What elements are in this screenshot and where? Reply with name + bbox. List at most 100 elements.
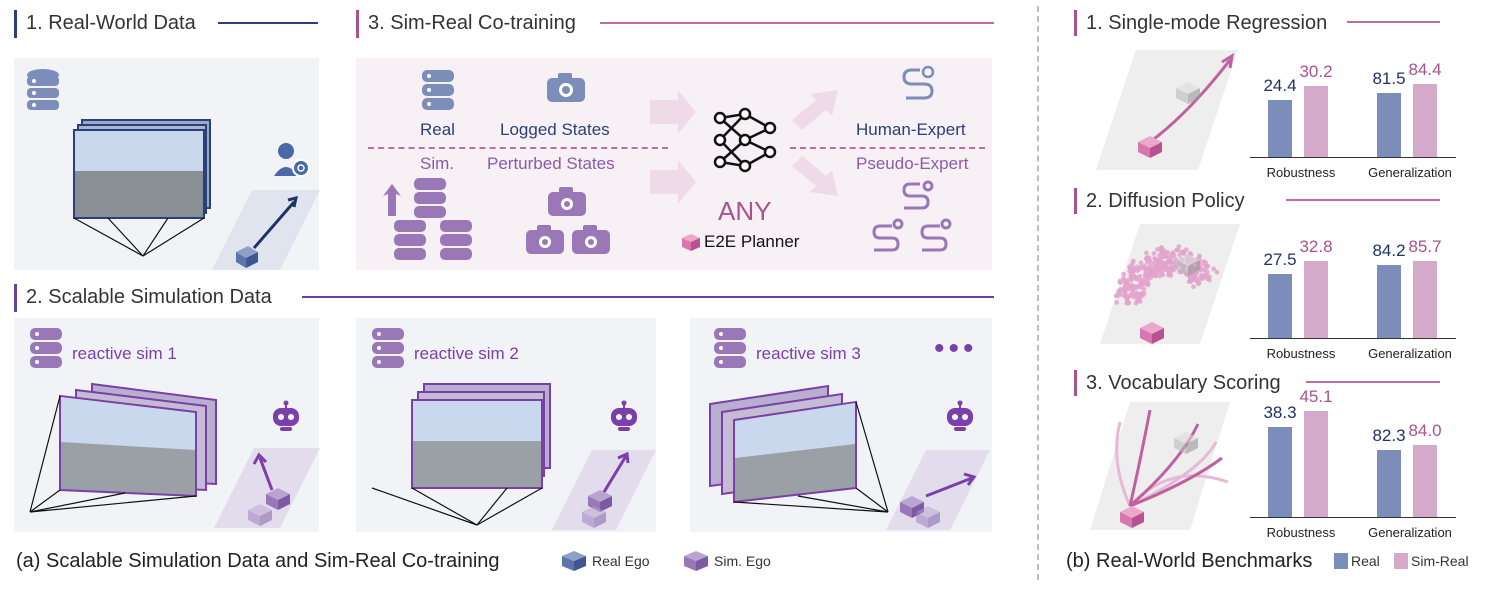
data-label: 38.3 bbox=[1263, 403, 1297, 423]
panel-separator bbox=[1037, 6, 1039, 580]
bar bbox=[1268, 273, 1292, 338]
bar bbox=[1413, 445, 1437, 517]
bar bbox=[1377, 450, 1401, 517]
diffusion-sample-dot bbox=[1141, 265, 1146, 271]
diffusion-sample-dot bbox=[1191, 284, 1196, 290]
label-logged-states: Logged States bbox=[500, 120, 610, 139]
regression-scene bbox=[1096, 50, 1238, 170]
diffusion-sample-dot bbox=[1126, 286, 1131, 292]
diffusion-sample-dot bbox=[1156, 256, 1162, 262]
diffusion-sample-dot bbox=[1135, 268, 1140, 273]
sim-database-icon bbox=[30, 328, 62, 368]
diffusion-sample-dot bbox=[1155, 263, 1161, 269]
diffusion-sample-dot bbox=[1130, 286, 1136, 291]
category-label: Robustness bbox=[1266, 165, 1336, 180]
diffusion-sample-dot bbox=[1168, 265, 1174, 271]
bar bbox=[1268, 99, 1292, 157]
sim-ego-trajectory bbox=[886, 450, 990, 530]
diffusion-sample-dot bbox=[1117, 292, 1123, 298]
diffusion-sample-dot bbox=[1141, 286, 1147, 292]
divider bbox=[218, 22, 318, 24]
data-label: 84.0 bbox=[1408, 421, 1442, 440]
diffusion-sample-dot bbox=[1147, 258, 1153, 263]
sim-database-icon bbox=[714, 328, 746, 368]
bar bbox=[1304, 261, 1328, 338]
section-marker bbox=[14, 284, 17, 312]
x-axis-line bbox=[1250, 338, 1456, 339]
section-title-cotraining: 3. Sim-Real Co-training bbox=[368, 12, 576, 34]
diffusion-sample-dot bbox=[1160, 261, 1166, 267]
sim-database-stack-icon bbox=[383, 178, 472, 260]
sim-frames-3 bbox=[709, 384, 889, 513]
label-pseudo-expert: Pseudo-Expert bbox=[856, 154, 969, 173]
data-label: 45.1 bbox=[1299, 387, 1333, 407]
sim-label-1: reactive sim 1 bbox=[72, 344, 177, 363]
section-marker bbox=[1074, 370, 1077, 396]
planner-label: E2E Planner bbox=[704, 232, 800, 251]
sim-frames-1 bbox=[29, 382, 217, 513]
diffusion-sample-dot bbox=[1134, 276, 1139, 282]
section-marker bbox=[1074, 10, 1077, 36]
divider bbox=[790, 147, 985, 149]
diffusion-sample-dot bbox=[1155, 247, 1160, 252]
multi-route-icon bbox=[872, 180, 952, 252]
database-icon bbox=[422, 70, 454, 110]
category-label: Generalization bbox=[1368, 165, 1452, 180]
caption-left: (a) Scalable Simulation Data and Sim-Rea… bbox=[16, 550, 500, 572]
diffusion-sample-dot bbox=[1113, 293, 1119, 299]
sim-ego-trajectory bbox=[214, 448, 320, 528]
diffusion-sample-dot bbox=[1148, 271, 1154, 277]
diffusion-sample-dot bbox=[1201, 259, 1207, 264]
diffusion-sample-dot bbox=[1157, 253, 1162, 258]
legend-sim-ego: Sim. Ego bbox=[714, 553, 771, 569]
diffusion-sample-dot bbox=[1181, 251, 1187, 256]
planner-cube-icon bbox=[682, 234, 700, 251]
diffusion-sample-dot bbox=[1150, 268, 1156, 273]
diffusion-sample-dot bbox=[1199, 273, 1205, 278]
legend-swatch-simreal bbox=[1394, 553, 1408, 569]
diffusion-sample-dot bbox=[1153, 273, 1159, 279]
divider bbox=[600, 22, 994, 24]
data-label: 84.4 bbox=[1408, 59, 1442, 79]
robot-icon bbox=[611, 400, 637, 431]
any-label: ANY bbox=[718, 196, 772, 226]
label-real: Real bbox=[420, 120, 455, 139]
bar bbox=[1304, 86, 1328, 157]
diffusion-sample-dot bbox=[1183, 247, 1189, 253]
diffusion-sample-dot bbox=[1127, 264, 1132, 270]
divider bbox=[1306, 381, 1440, 383]
diffusion-sample-dot bbox=[1114, 300, 1119, 305]
legend-swatch-real bbox=[1334, 553, 1348, 569]
diffusion-sample-dot bbox=[1130, 261, 1135, 266]
vocabulary-scene bbox=[1090, 402, 1230, 530]
sim-ego-legend-icon bbox=[684, 551, 708, 571]
legend-real-ego: Real Ego bbox=[592, 553, 650, 569]
chart-title: 3. Vocabulary Scoring bbox=[1086, 372, 1281, 394]
sim-camera-icons bbox=[526, 187, 610, 254]
sim-label-3: reactive sim 3 bbox=[756, 344, 861, 363]
database-icon bbox=[27, 69, 59, 110]
bar bbox=[1413, 83, 1437, 157]
data-label: 81.5 bbox=[1372, 68, 1406, 88]
data-label: 32.8 bbox=[1299, 237, 1333, 257]
diffusion-sample-dot bbox=[1188, 278, 1194, 283]
diffusion-sample-dot bbox=[1144, 250, 1149, 256]
section-marker bbox=[1074, 188, 1077, 214]
diffusion-sample-dot bbox=[1214, 269, 1220, 275]
diffusion-sample-dot bbox=[1204, 272, 1209, 278]
diffusion-sample-dot bbox=[1129, 275, 1134, 280]
label-human-expert: Human-Expert bbox=[856, 120, 966, 139]
diffusion-sample-dot bbox=[1138, 282, 1143, 288]
category-label: Robustness bbox=[1266, 525, 1336, 540]
caption-right: (b) Real-World Benchmarks bbox=[1066, 550, 1313, 572]
diffusion-sample-dot bbox=[1118, 287, 1124, 292]
sim-ego-trajectory bbox=[552, 450, 656, 530]
sim-frames-2 bbox=[371, 383, 551, 526]
diffusion-sample-dot bbox=[1166, 272, 1171, 278]
diffusion-sample-dot bbox=[1162, 267, 1168, 272]
data-label: 30.2 bbox=[1299, 62, 1333, 82]
diffusion-sample-dot bbox=[1170, 250, 1176, 256]
neural-network-icon bbox=[713, 107, 777, 173]
bar bbox=[1413, 260, 1437, 338]
diffusion-scene bbox=[1100, 224, 1240, 344]
